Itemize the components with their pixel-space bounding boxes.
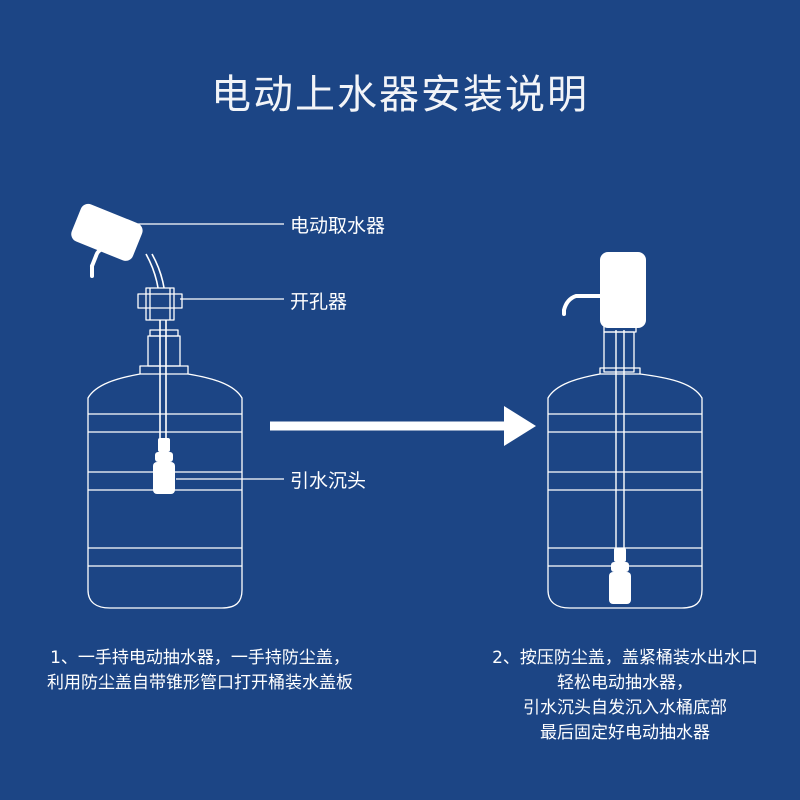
sinker-head-left — [153, 438, 175, 494]
label-hole-opener: 开孔器 — [290, 291, 348, 313]
label-electric-pump: 电动取水器 — [290, 215, 386, 237]
sinker-head-right — [609, 548, 631, 604]
opener-cap-left — [137, 287, 183, 321]
label-water-sinker: 引水沉头 — [290, 470, 367, 492]
step-2-line-1: 2、按压防尘盖，盖紧桶装水出水口 — [492, 648, 758, 668]
step-2-line-4: 最后固定好电动抽水器 — [540, 723, 710, 743]
step-1-caption: 1、一手持电动抽水器，一手持防尘盖， 利用防尘盖自带锥形管口打开桶装水盖板 — [30, 646, 370, 696]
page-title: 电动上水器安装说明 — [211, 72, 589, 118]
step-2-line-2: 轻松电动抽水器， — [557, 673, 693, 693]
step-1-line-2: 利用防尘盖自带锥形管口打开桶装水盖板 — [47, 673, 353, 693]
step-2-caption: 2、按压防尘盖，盖紧桶装水出水口 轻松电动抽水器， 引水沉头自发沉入水桶底部 最… — [470, 646, 780, 746]
water-bottle-right — [547, 294, 703, 609]
electric-pump-head-right — [600, 252, 646, 328]
arrow-head — [504, 406, 536, 446]
pump-assembly-left — [90, 245, 167, 466]
step-1-line-1: 1、一手持电动抽水器，一手持防尘盖， — [50, 648, 350, 668]
water-bottle-left — [87, 329, 243, 609]
step-2-line-3: 引水沉头自发沉入水桶底部 — [523, 698, 727, 718]
electric-pump-head-left — [71, 203, 143, 261]
